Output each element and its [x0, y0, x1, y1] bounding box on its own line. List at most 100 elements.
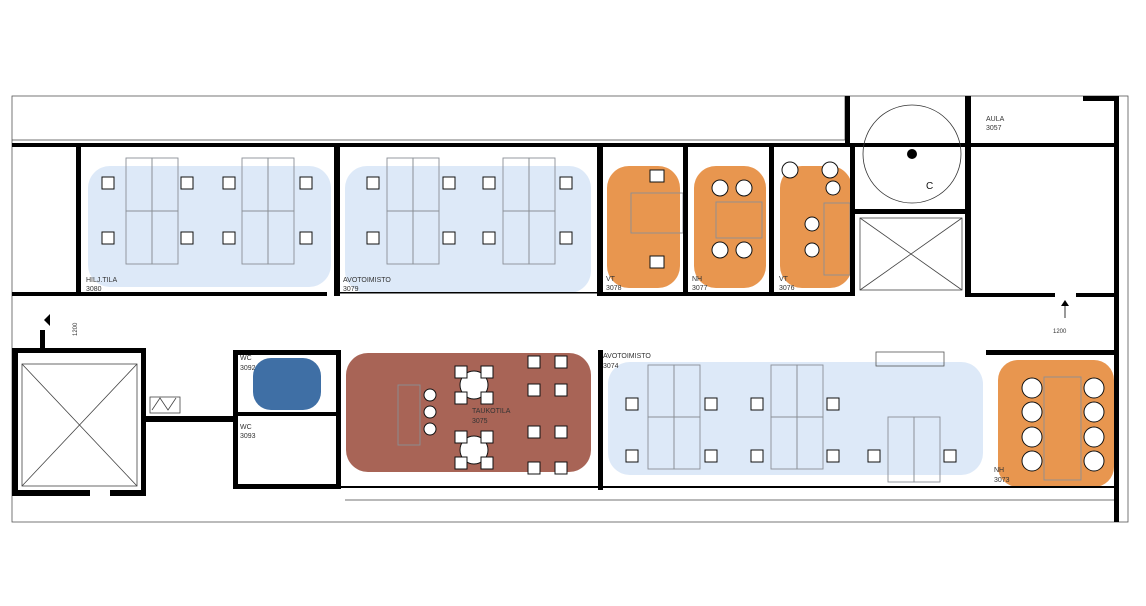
room-id-3073: 3073 — [994, 477, 1010, 484]
stair-label: C — [926, 181, 933, 192]
chair — [423, 405, 437, 419]
chair — [711, 179, 729, 197]
walls — [12, 96, 1119, 522]
chair — [704, 449, 718, 463]
meeting-table — [715, 201, 763, 239]
chair — [559, 176, 573, 190]
chair — [750, 449, 764, 463]
elevator-shaft-left — [21, 363, 138, 487]
chair — [442, 231, 456, 245]
chair — [1083, 377, 1105, 399]
furniture — [101, 157, 1105, 483]
room-id-3076: 3076 — [779, 285, 795, 292]
chair — [804, 242, 820, 258]
room-name-3080: HILJ.TILA — [86, 277, 117, 284]
building-outline — [11, 95, 1129, 523]
room-id-3092: 3092 — [240, 365, 256, 372]
room-id-3080: 3080 — [86, 286, 102, 293]
chair — [826, 449, 840, 463]
window-grille — [875, 351, 945, 367]
zone-3077[interactable] — [694, 166, 766, 288]
desk — [913, 416, 941, 483]
room-id-3077: 3077 — [692, 285, 708, 292]
chair — [480, 391, 494, 405]
escalator-symbol-icon — [149, 396, 181, 414]
room-name-3092: WC — [240, 355, 252, 362]
chair — [222, 231, 236, 245]
desk — [528, 210, 556, 265]
chair — [735, 241, 753, 259]
chair — [711, 241, 729, 259]
desk — [151, 210, 179, 265]
chair — [480, 456, 494, 470]
chair — [299, 176, 313, 190]
room-name-3073: NH — [994, 467, 1004, 474]
chair — [1021, 426, 1043, 448]
chair — [454, 456, 468, 470]
chair — [625, 397, 639, 411]
chair — [554, 355, 568, 369]
chair — [423, 422, 437, 436]
chair — [1021, 377, 1043, 399]
chair — [180, 176, 194, 190]
chair — [1083, 401, 1105, 423]
room-name-3077: NH — [692, 276, 702, 283]
room-id-3057: 3057 — [986, 125, 1002, 132]
chair — [781, 161, 799, 179]
counter — [397, 384, 421, 446]
room-name-3078: VT — [606, 276, 616, 283]
chair — [454, 391, 468, 405]
chair — [527, 383, 541, 397]
zone-3079[interactable] — [345, 166, 591, 293]
room-labels: HILJ.TILA 3080 AVOTOIMISTO 3079 VT 3078 … — [73, 116, 1067, 484]
chair — [366, 231, 380, 245]
chair — [454, 365, 468, 379]
room-name-3076: VT — [779, 276, 789, 283]
chair — [1021, 450, 1043, 472]
room-name-3074: AVOTOIMISTO — [603, 353, 651, 360]
chair — [554, 461, 568, 475]
chair — [101, 231, 115, 245]
chair — [180, 231, 194, 245]
desk — [673, 416, 701, 470]
chair — [750, 397, 764, 411]
room-id-3079: 3079 — [343, 286, 359, 293]
entrance-arrow-icon — [1061, 300, 1069, 318]
room-name-3075: TAUKOTILA — [472, 408, 511, 415]
exit-arrow-icon — [44, 314, 50, 326]
desk — [412, 210, 440, 265]
zone-3092[interactable] — [253, 358, 321, 410]
chair — [735, 179, 753, 197]
room-id-3074: 3074 — [603, 363, 619, 370]
chair — [826, 397, 840, 411]
zone-3080[interactable] — [88, 166, 331, 287]
chair — [423, 388, 437, 402]
chair — [825, 180, 841, 196]
chair — [649, 255, 665, 269]
chair — [299, 231, 313, 245]
room-name-3079: AVOTOIMISTO — [343, 277, 391, 284]
zone-3075[interactable] — [346, 353, 591, 472]
chair — [482, 231, 496, 245]
chair — [704, 397, 718, 411]
room-name-3093: WC — [240, 424, 252, 431]
zone-3078[interactable] — [607, 166, 680, 288]
chair — [442, 176, 456, 190]
chair — [1083, 450, 1105, 472]
chair — [482, 176, 496, 190]
chair — [527, 355, 541, 369]
room-id-3075: 3075 — [472, 418, 488, 425]
room-id-3078: 3078 — [606, 285, 622, 292]
chair — [454, 430, 468, 444]
spiral-stair[interactable] — [862, 104, 962, 204]
chair — [527, 461, 541, 475]
chair — [101, 176, 115, 190]
dimension-left: 1200 — [73, 322, 79, 336]
room-id-3093: 3093 — [240, 433, 256, 440]
chair — [480, 430, 494, 444]
zone-3074[interactable] — [608, 362, 983, 475]
chair — [366, 176, 380, 190]
desk — [267, 210, 295, 265]
chair — [867, 449, 881, 463]
